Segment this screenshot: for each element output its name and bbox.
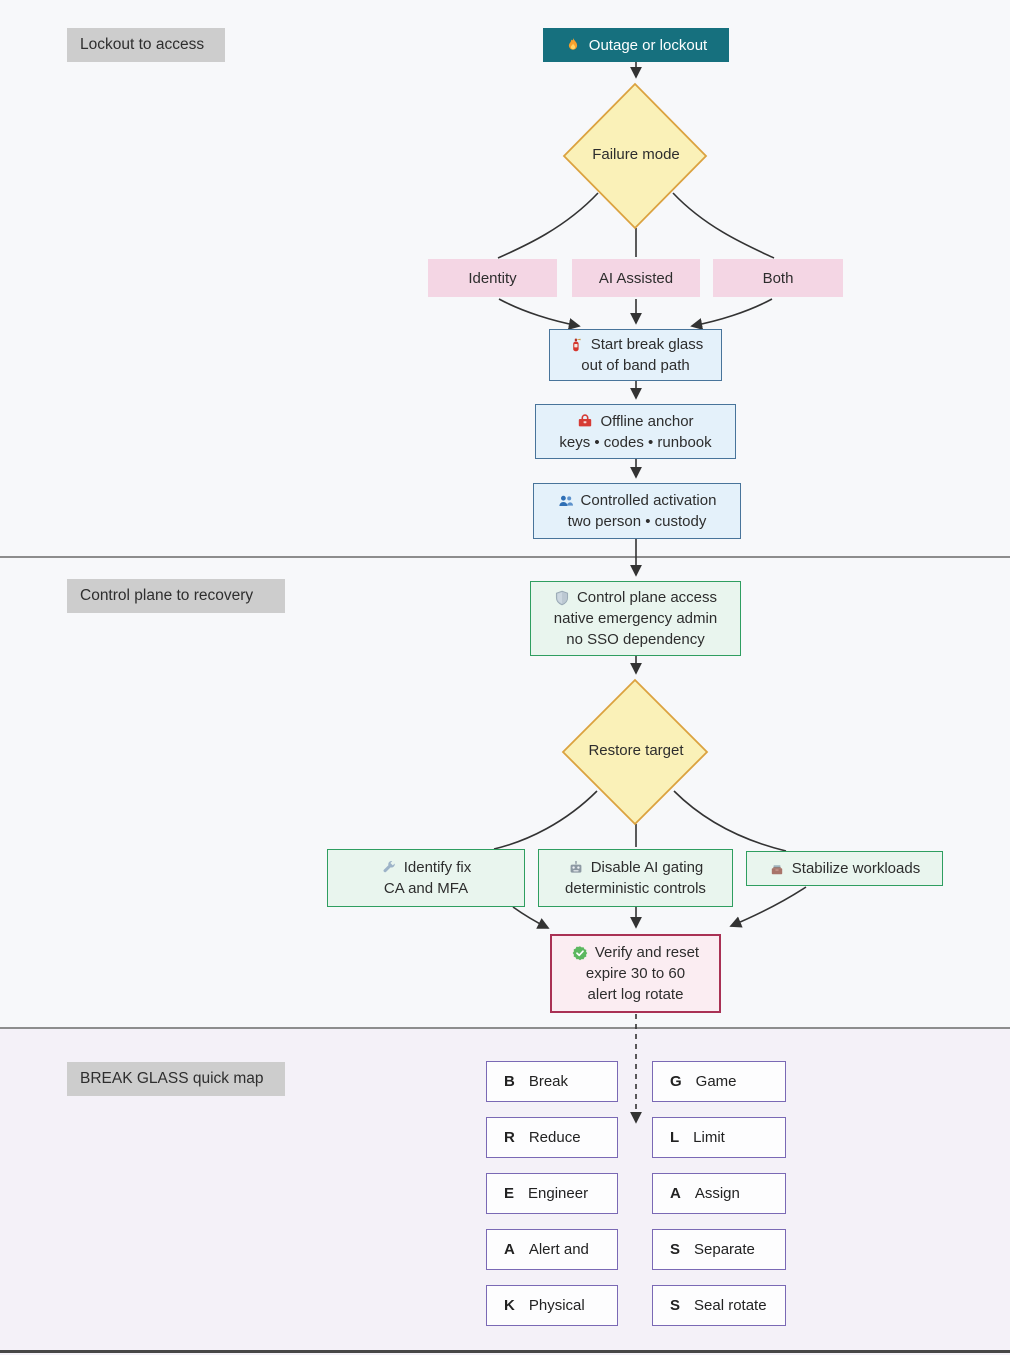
quick-map-word: Engineer	[528, 1185, 589, 1202]
node-label: Outage or lockout	[588, 36, 708, 54]
toolbox-icon	[577, 413, 593, 429]
shield-icon	[554, 590, 570, 606]
quick-map-item-assign: A Assign	[652, 1173, 786, 1214]
section-divider	[0, 1027, 1010, 1029]
node-label-line: CA and MFA	[383, 880, 469, 897]
wrench-icon	[381, 860, 397, 876]
node-label: AI Assisted	[598, 269, 674, 287]
quick-map-word: Limit	[693, 1129, 725, 1146]
quick-map-key: B	[504, 1073, 515, 1090]
quick-map-word: Alert and	[528, 1241, 589, 1258]
quick-map-word: Reduce	[528, 1129, 581, 1146]
node-label-line: Controlled activation	[580, 492, 717, 509]
quick-map-item-alert: A Alert and	[486, 1229, 618, 1270]
section-label-control-plane: Control plane to recovery	[67, 579, 285, 613]
quick-map-word: Physical	[528, 1297, 585, 1314]
quick-map-key: L	[670, 1129, 680, 1146]
node-label-line: two person • custody	[567, 513, 707, 530]
section-label-text: Lockout to access	[80, 36, 205, 53]
node-label-line: alert log rotate	[587, 986, 684, 1003]
quick-map-item-reduce: R Reduce	[486, 1117, 618, 1158]
quick-map-key: A	[504, 1241, 515, 1258]
node-control-plane-access: Control plane access native emergency ad…	[530, 581, 741, 656]
section-label-text: BREAK GLASS quick map	[80, 1070, 264, 1087]
quick-map-item-separate: S Separate	[652, 1229, 786, 1270]
quick-map-key: K	[504, 1297, 515, 1314]
quick-map-item-game: G Game	[652, 1061, 786, 1102]
node-label-line: Control plane access	[576, 589, 718, 606]
node-label-line: Verify and reset	[594, 944, 700, 961]
node-controlled-activation: Controlled activation two person • custo…	[533, 483, 741, 539]
node-label-line: Disable AI gating	[590, 859, 704, 876]
node-offline-anchor: Offline anchor keys • codes • runbook	[535, 404, 736, 459]
quick-map-item-break: B Break	[486, 1061, 618, 1102]
node-identity: Identity	[428, 259, 557, 297]
node-label: Both	[762, 269, 794, 287]
section-label-lockout: Lockout to access	[67, 28, 225, 62]
node-ai-assisted: AI Assisted	[572, 259, 700, 297]
node-label-line: native emergency admin	[553, 610, 718, 627]
quick-map-item-seal: S Seal rotate	[652, 1285, 786, 1326]
quick-map-item-limit: L Limit	[652, 1117, 786, 1158]
check-badge-icon	[572, 945, 588, 961]
node-identify-fix: Identify fix CA and MFA	[327, 849, 525, 907]
quick-map-word: Separate	[694, 1241, 755, 1258]
quick-map-word: Seal rotate	[694, 1297, 767, 1314]
quick-map-key: R	[504, 1129, 515, 1146]
node-label-line: Offline anchor	[600, 412, 694, 430]
quick-map-item-engineer: E Engineer	[486, 1173, 618, 1214]
node-outage-or-lockout: Outage or lockout	[543, 28, 729, 62]
node-disable-ai-gating: Disable AI gating deterministic controls	[538, 849, 733, 907]
node-label-line: Identify fix	[403, 859, 472, 876]
node-label: Identity	[468, 269, 517, 287]
restore-target-label: Restore target	[588, 742, 684, 759]
node-label-line: no SSO dependency	[566, 631, 705, 648]
quick-map-key: A	[670, 1185, 681, 1202]
people-icon	[558, 493, 574, 509]
fire-extinguisher-icon	[568, 337, 584, 353]
quick-map-key: G	[670, 1073, 682, 1090]
node-label-line: out of band path	[581, 357, 690, 374]
quick-map-word: Assign	[694, 1185, 740, 1202]
node-label-line: keys • codes • runbook	[559, 433, 712, 451]
node-label-line: expire 30 to 60	[585, 965, 686, 982]
quick-map-key: S	[670, 1241, 681, 1258]
fire-icon	[565, 37, 581, 53]
quick-map-key: S	[670, 1297, 681, 1314]
node-start-break-glass: Start break glass out of band path	[549, 329, 722, 381]
node-verify-and-reset: Verify and reset expire 30 to 60 alert l…	[550, 934, 721, 1013]
failure-mode-label: Failure mode	[592, 146, 680, 163]
node-label: Stabilize workloads	[791, 860, 921, 877]
node-both: Both	[713, 259, 843, 297]
card-box-icon	[769, 861, 785, 877]
node-label-line: deterministic controls	[565, 880, 706, 897]
quick-map-key: E	[504, 1185, 515, 1202]
quick-map-word: Break	[528, 1073, 569, 1090]
node-label-line: Start break glass	[590, 336, 704, 353]
quick-map-word: Game	[695, 1073, 737, 1090]
bottom-border-line	[0, 1350, 1010, 1353]
node-stabilize-workloads: Stabilize workloads	[746, 851, 943, 886]
section-label-text: Control plane to recovery	[80, 587, 254, 604]
section-divider	[0, 556, 1010, 558]
quick-map-item-physical: K Physical	[486, 1285, 618, 1326]
section-label-break-glass: BREAK GLASS quick map	[67, 1062, 285, 1096]
robot-icon	[568, 860, 584, 876]
